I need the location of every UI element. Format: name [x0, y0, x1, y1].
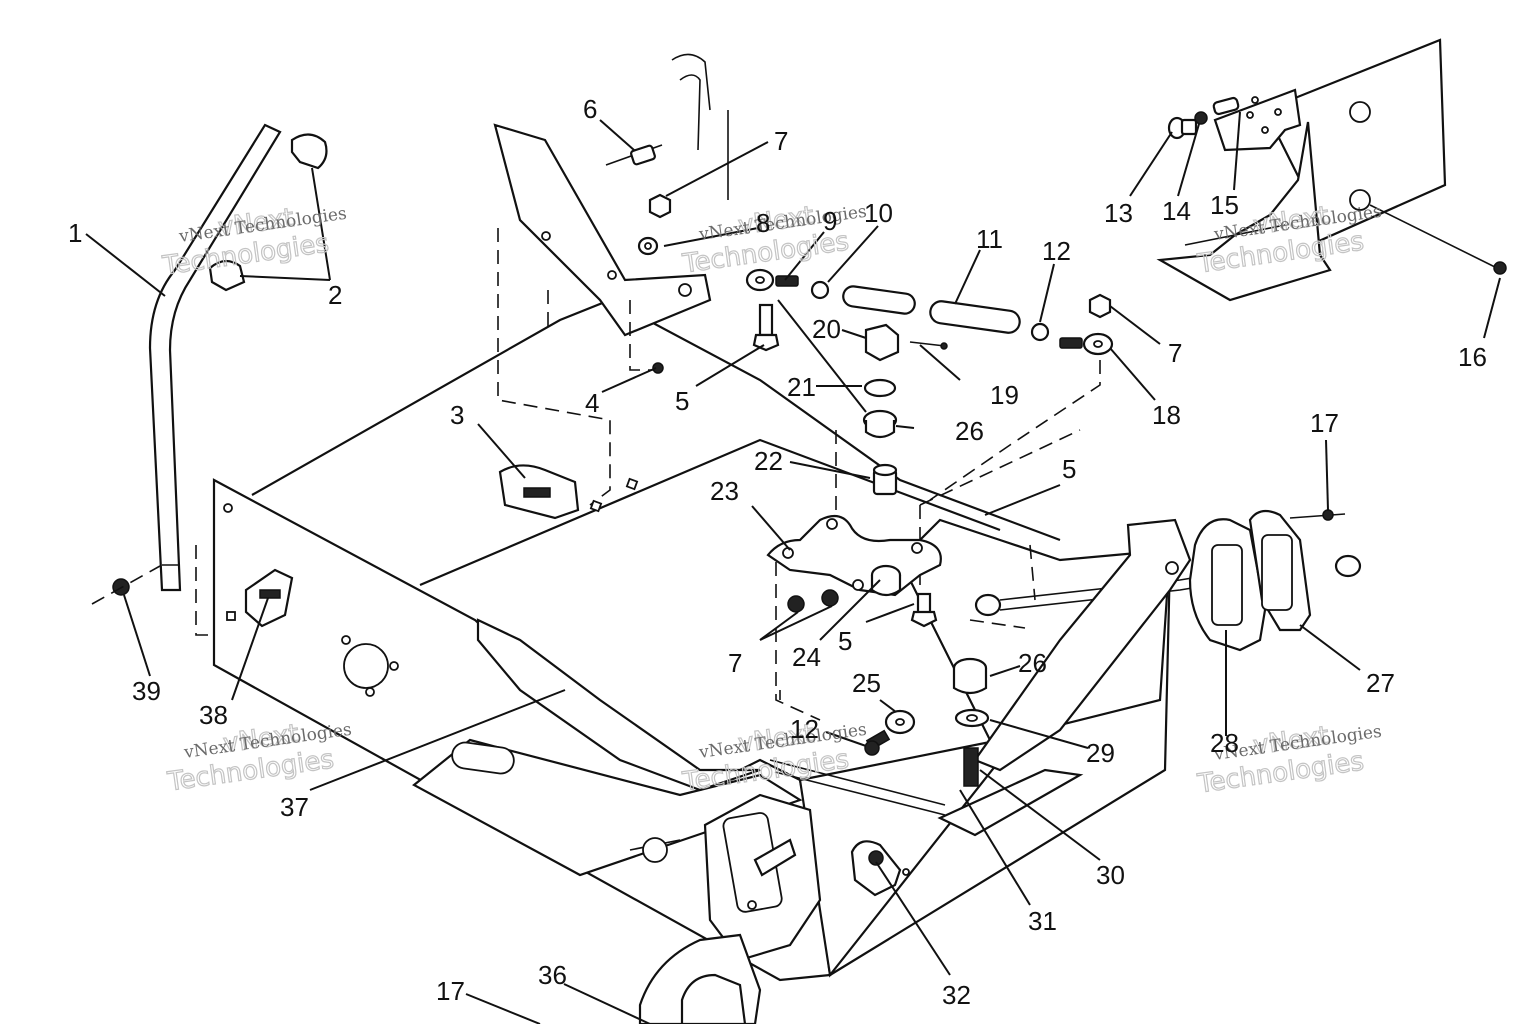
callout-5: 5	[1062, 454, 1076, 484]
callout-26: 26	[1018, 648, 1047, 678]
callout-1: 1	[68, 218, 82, 248]
lower-brackets	[629, 793, 910, 1024]
callout-18: 18	[1152, 400, 1181, 430]
top-fasteners	[605, 144, 1114, 600]
callout-27: 27	[1366, 668, 1395, 698]
callout-3: 3	[450, 400, 464, 430]
construction-lines	[195, 360, 1101, 700]
callout-39: 39	[132, 676, 161, 706]
callout-38: 38	[199, 700, 228, 730]
callout-19: 19	[990, 380, 1019, 410]
callout-29: 29	[1086, 738, 1115, 768]
callout-25: 25	[852, 668, 881, 698]
callout-7: 7	[774, 126, 788, 156]
callout-24: 24	[792, 642, 821, 672]
brake-lever-assembly	[493, 123, 712, 506]
callout-15: 15	[1210, 190, 1239, 220]
callout-21: 21	[787, 372, 816, 402]
callout-7: 7	[1168, 338, 1182, 368]
callout-30: 30	[1096, 860, 1125, 890]
accelerator-pedal	[1156, 38, 1507, 302]
callout-14: 14	[1162, 196, 1191, 226]
steering-column	[148, 123, 328, 592]
callout-26: 26	[955, 416, 984, 446]
pivot-plate-23	[766, 514, 1362, 721]
callout-37: 37	[280, 792, 309, 822]
leader-lines	[85, 111, 1501, 1024]
callout-28: 28	[1210, 728, 1239, 758]
upright-tube	[671, 53, 729, 200]
callout-11: 11	[976, 224, 1003, 254]
callout-labels: 1 2 3 4 5 5 5 6 7 7 7 8 9 10 11 12 12 13…	[68, 94, 1487, 1010]
callout-23: 23	[710, 476, 739, 506]
brake-arm-right	[769, 509, 1346, 837]
callout-7: 7	[728, 648, 742, 678]
callout-17: 17	[1310, 408, 1339, 438]
callout-12: 12	[1042, 236, 1071, 266]
callout-5: 5	[675, 386, 689, 416]
callout-17: 17	[436, 976, 465, 1006]
callout-6: 6	[583, 94, 597, 124]
callout-4: 4	[585, 388, 599, 418]
callout-16: 16	[1458, 342, 1487, 372]
chassis-frame	[212, 298, 1172, 982]
callout-13: 13	[1104, 198, 1133, 228]
bracket-38	[226, 568, 294, 628]
bracket-3	[498, 464, 639, 520]
callout-12: 12	[790, 714, 819, 744]
nut-39	[91, 565, 161, 605]
callout-5: 5	[838, 626, 852, 656]
callout-36: 36	[538, 960, 567, 990]
callout-31: 31	[1028, 906, 1057, 936]
callout-9: 9	[823, 206, 837, 236]
callout-2: 2	[328, 280, 342, 310]
callout-32: 32	[942, 980, 971, 1010]
callout-20: 20	[812, 314, 841, 344]
callout-22: 22	[754, 446, 783, 476]
callout-8: 8	[756, 208, 770, 238]
callout-10: 10	[864, 198, 893, 228]
